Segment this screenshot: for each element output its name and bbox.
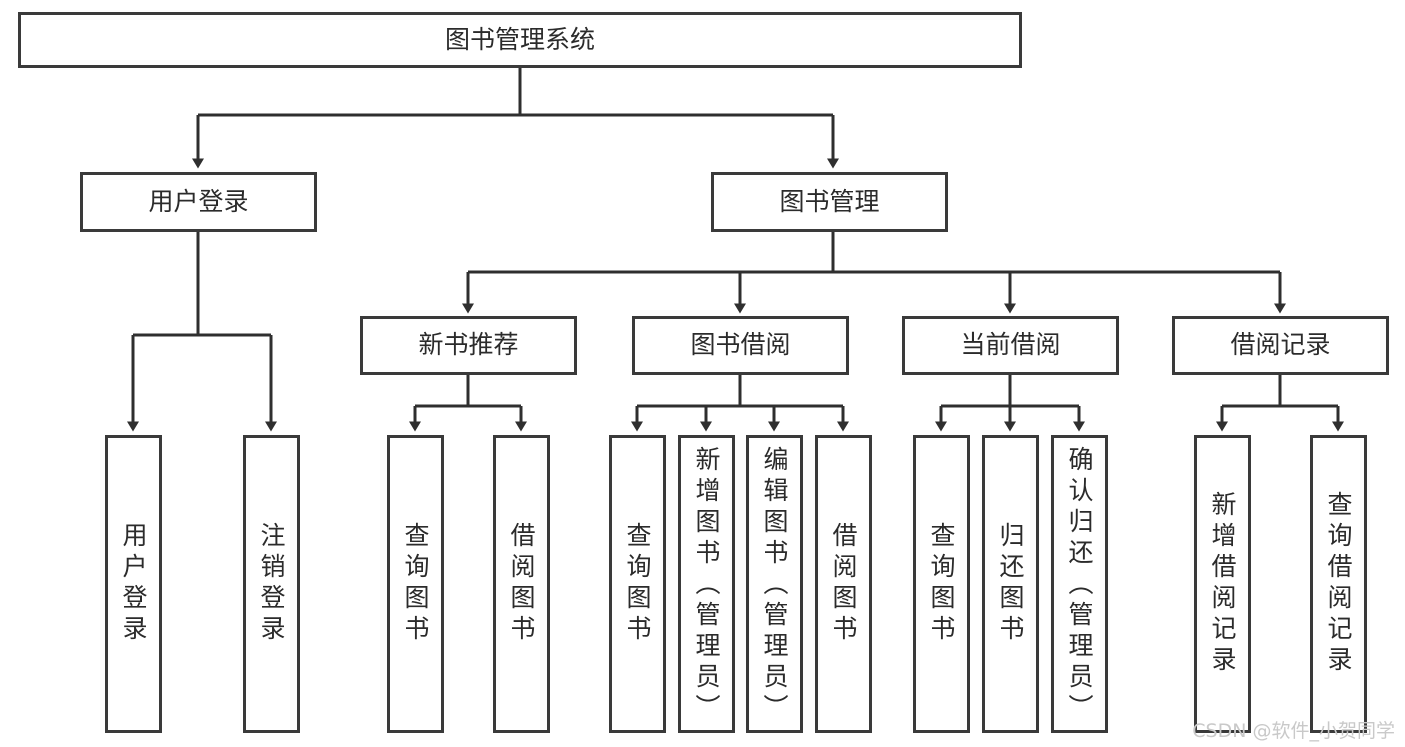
- leaf-borrow-record-1[interactable]: 新增借阅记录: [1194, 435, 1251, 733]
- node-borrow-record-label: 借阅记录: [1230, 330, 1331, 360]
- node-book-manage[interactable]: 图书管理: [711, 172, 948, 232]
- leaf-current-borrow-2-label: 归还图书: [996, 522, 1025, 646]
- node-book-manage-label: 图书管理: [779, 186, 880, 216]
- node-user-login[interactable]: 用户登录: [80, 172, 317, 232]
- leaf-book-borrow-1[interactable]: 查询图书: [609, 435, 666, 733]
- leaf-book-borrow-2-label: 新增图书（管理员）: [692, 446, 721, 725]
- leaf-current-borrow-1-label: 查询图书: [927, 522, 956, 646]
- node-book-borrow-label: 图书借阅: [690, 330, 791, 360]
- leaf-user-login-1-label: 用户登录: [119, 522, 148, 646]
- node-book-borrow[interactable]: 图书借阅: [632, 316, 849, 375]
- leaf-borrow-record-2[interactable]: 查询借阅记录: [1310, 435, 1367, 733]
- leaf-new-book-2-label: 借阅图书: [507, 522, 536, 646]
- leaf-book-borrow-2[interactable]: 新增图书（管理员）: [678, 435, 735, 733]
- node-new-book-recommend[interactable]: 新书推荐: [360, 316, 577, 375]
- node-user-login-label: 用户登录: [148, 186, 249, 216]
- node-new-book-recommend-label: 新书推荐: [418, 330, 519, 360]
- node-root[interactable]: 图书管理系统: [18, 12, 1022, 68]
- leaf-new-book-2[interactable]: 借阅图书: [493, 435, 550, 733]
- leaf-current-borrow-3-label: 确认归还（管理员）: [1065, 446, 1094, 725]
- leaf-current-borrow-1[interactable]: 查询图书: [913, 435, 970, 733]
- leaf-user-login-2-label: 注销登录: [257, 522, 286, 646]
- node-borrow-record[interactable]: 借阅记录: [1172, 316, 1389, 375]
- leaf-book-borrow-4-label: 借阅图书: [829, 522, 858, 646]
- leaf-book-borrow-1-label: 查询图书: [623, 522, 652, 646]
- leaf-user-login-1[interactable]: 用户登录: [105, 435, 162, 733]
- leaf-current-borrow-3[interactable]: 确认归还（管理员）: [1051, 435, 1108, 733]
- leaf-borrow-record-1-label: 新增借阅记录: [1208, 491, 1237, 677]
- leaf-borrow-record-2-label: 查询借阅记录: [1324, 491, 1353, 677]
- node-current-borrow-label: 当前借阅: [960, 330, 1061, 360]
- node-root-label: 图书管理系统: [444, 24, 595, 54]
- leaf-book-borrow-3-label: 编辑图书（管理员）: [760, 446, 789, 725]
- leaf-current-borrow-2[interactable]: 归还图书: [982, 435, 1039, 733]
- leaf-new-book-1[interactable]: 查询图书: [387, 435, 444, 733]
- leaf-book-borrow-4[interactable]: 借阅图书: [815, 435, 872, 733]
- leaf-new-book-1-label: 查询图书: [401, 522, 430, 646]
- leaf-user-login-2[interactable]: 注销登录: [243, 435, 300, 733]
- leaf-book-borrow-3[interactable]: 编辑图书（管理员）: [746, 435, 803, 733]
- node-current-borrow[interactable]: 当前借阅: [902, 316, 1119, 375]
- watermark-text: CSDN @软件_小贺同学: [1192, 720, 1395, 742]
